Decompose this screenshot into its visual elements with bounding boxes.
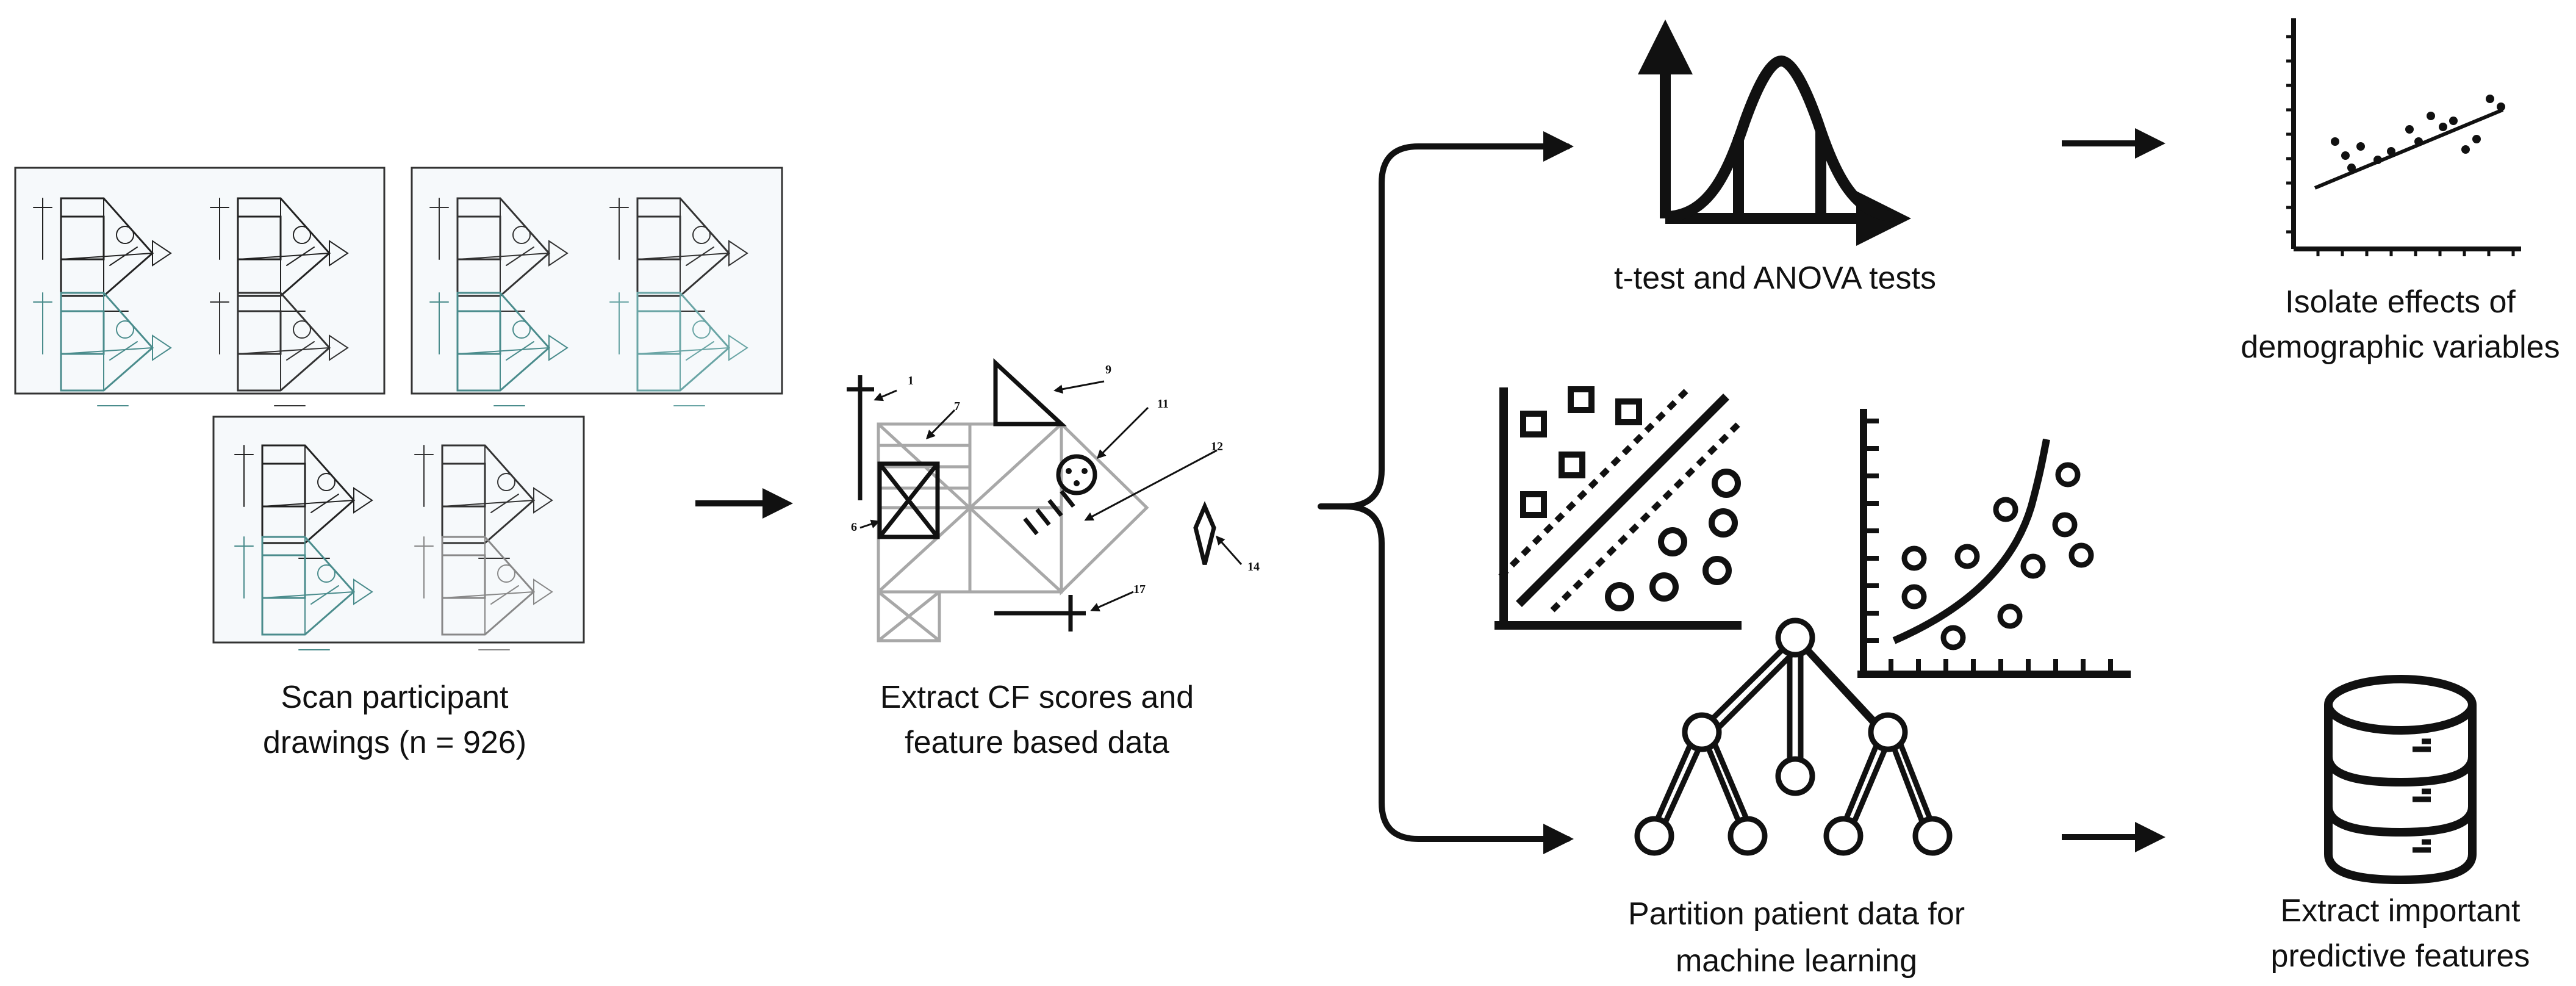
scan-label-line1: Scan participant	[281, 680, 509, 715]
feature-number: 14	[1247, 560, 1260, 574]
rey-complex-figure-icon: 1 7 9 11 12 6 14 17	[847, 358, 1260, 642]
database-icon	[2324, 675, 2477, 885]
isolate-label-line2: demographic variables	[2241, 329, 2560, 365]
scatter-trendline-icon	[2286, 18, 2521, 256]
important-label-line1: Extract important	[2280, 893, 2520, 929]
ttest-label: t-test and ANOVA tests	[1614, 261, 1936, 296]
feature-number: 6	[851, 520, 857, 534]
decision-tree-icon	[1634, 617, 1953, 856]
partition-label-line2: machine learning	[1676, 943, 1917, 979]
feature-number: 12	[1211, 440, 1223, 453]
feature-number: 9	[1105, 363, 1111, 376]
scanned-drawings	[14, 167, 783, 651]
branch-brace	[1318, 131, 1574, 854]
extract-label-line1: Extract CF scores and	[880, 680, 1194, 715]
extract-label-line2: feature based data	[905, 725, 1169, 760]
nonlinear-classifier-icon	[1857, 409, 2131, 678]
feature-number: 1	[908, 374, 914, 387]
partition-label-line1: Partition patient data for	[1628, 896, 1965, 932]
svm-classifier-icon	[1494, 385, 1742, 630]
isolate-label-line1: Isolate effects of	[2285, 284, 2516, 320]
feature-number: 11	[1157, 397, 1169, 411]
feature-number: 7	[954, 400, 960, 413]
bell-curve-icon	[1638, 20, 1911, 246]
feature-number: 17	[1133, 583, 1146, 596]
important-label-line2: predictive features	[2271, 938, 2530, 974]
scan-label-line2: drawings (n = 926)	[263, 725, 526, 760]
